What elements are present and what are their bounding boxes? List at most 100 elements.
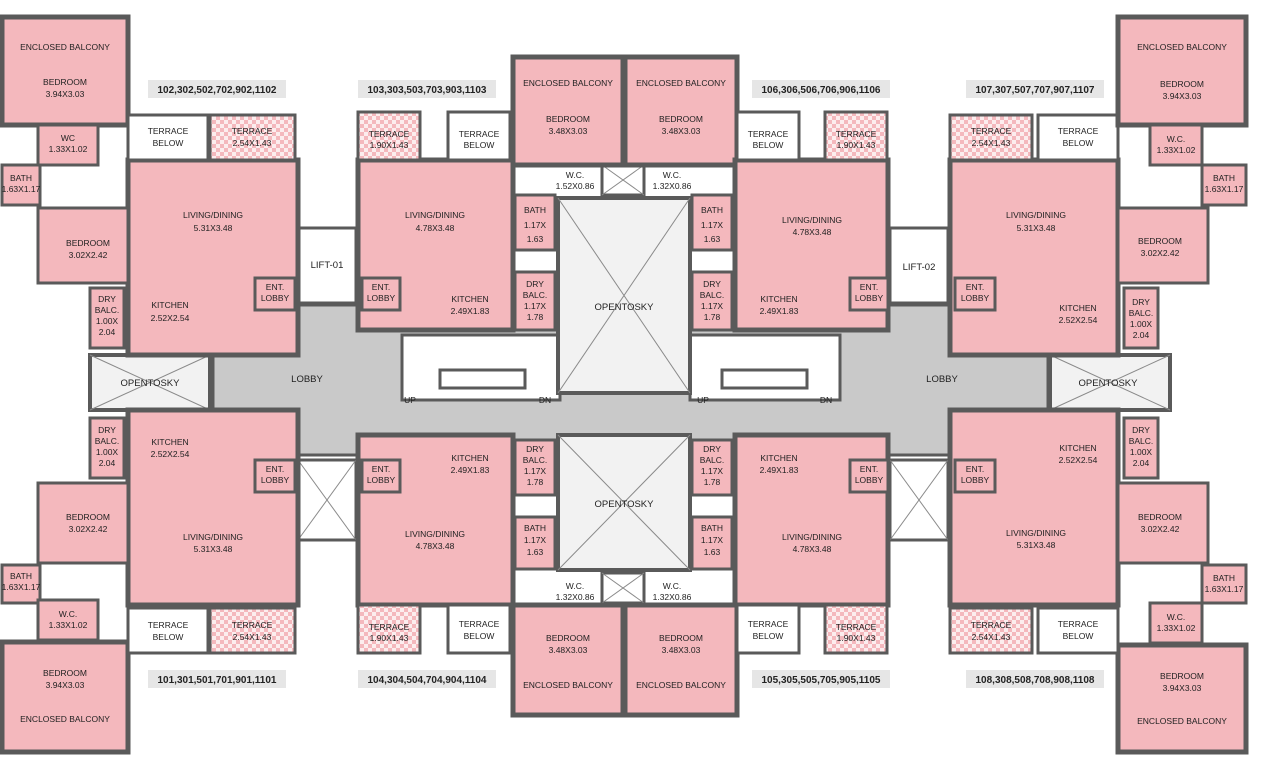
kitchen-106-label: KITCHEN xyxy=(760,294,797,304)
tb-105-l2: BELOW xyxy=(753,631,784,641)
ent-101-l2: LOBBY xyxy=(261,475,290,485)
ent-101-l1: ENT. xyxy=(266,464,284,474)
living-102-label: LIVING/DINING xyxy=(183,210,243,220)
wc-106-label: W.C. xyxy=(663,170,681,180)
bath-104-l2: 1.17X xyxy=(524,535,547,545)
kitchen-107-label: KITCHEN xyxy=(1059,303,1096,313)
unit-106: ENCLOSED BALCONY BEDROOM 3.48X3.03 W.C. … xyxy=(622,54,891,333)
dry-104-l3: 1.17X xyxy=(524,466,547,476)
wc-103-label: W.C. xyxy=(566,170,584,180)
terrace-106-dim: 1.90X1.43 xyxy=(837,140,876,150)
wc-106-dim: 1.32X0.86 xyxy=(653,181,692,191)
tb-102-l1: TERRACE xyxy=(148,126,189,136)
dry-108-l1: DRY xyxy=(1132,425,1150,435)
kitchen-102-dim: 2.52X2.54 xyxy=(151,313,190,323)
dry-balc-102 xyxy=(88,286,126,350)
bath-106 xyxy=(690,193,734,252)
lift-02-label: LIFT-02 xyxy=(903,262,936,273)
living-101-label: LIVING/DINING xyxy=(183,532,243,542)
bath-107 xyxy=(1200,163,1248,207)
kitchen-101-dim: 2.52X2.54 xyxy=(151,449,190,459)
bath-101 xyxy=(0,563,42,605)
wc-104-label: W.C. xyxy=(566,581,584,591)
bath-108-label: BATH xyxy=(1213,573,1235,583)
enclosed-balcony-105-label: ENCLOSED BALCONY xyxy=(636,680,726,690)
kitchen-104-dim: 2.49X1.83 xyxy=(451,465,490,475)
dry-104-l2: BALC. xyxy=(523,455,548,465)
kitchen-108-dim: 2.52X2.54 xyxy=(1059,455,1098,465)
bath-105-l2: 1.17X xyxy=(701,535,724,545)
bedroom-107-label: BEDROOM xyxy=(1160,79,1204,89)
unit-103: LIVING/DINING 4.78X3.48 KITCHEN 2.49X1.8… xyxy=(355,54,626,333)
bath-103 xyxy=(513,193,557,252)
ent-103-l2: LOBBY xyxy=(367,293,396,303)
bedroom-101-dim: 3.94X3.03 xyxy=(46,680,85,690)
terrace-below-104 xyxy=(446,603,512,655)
terrace-below-105 xyxy=(735,603,801,655)
unit-107: LIVING/DINING 5.31X3.48 KITCHEN 2.52X2.5… xyxy=(947,14,1249,358)
terrace-102 xyxy=(208,113,297,162)
terrace-106 xyxy=(823,110,889,162)
wc-102-dim: 1.33X1.02 xyxy=(49,144,88,154)
bath-102 xyxy=(0,163,42,207)
dry-balc-107 xyxy=(1122,286,1160,350)
dry-105-l2: BALC. xyxy=(700,455,725,465)
living-102-dim: 5.31X3.48 xyxy=(194,223,233,233)
dry-103-l1: DRY xyxy=(526,279,544,289)
living-101 xyxy=(125,407,301,608)
unit-104: KITCHEN 2.49X1.83 LIVING/DINING 4.78X3.4… xyxy=(355,432,626,718)
stair-right-up: UP xyxy=(697,395,709,405)
wc-108 xyxy=(1148,601,1204,645)
bedroom-101 xyxy=(0,639,131,755)
dry-101-l2: BALC. xyxy=(95,436,120,446)
living-107-label: LIVING/DINING xyxy=(1006,210,1066,220)
ent-lobby-101 xyxy=(253,458,297,494)
dry-105-l1: DRY xyxy=(703,444,721,454)
wc-101-label: W.C. xyxy=(59,609,77,619)
enclosed-balcony-106-label: ENCLOSED BALCONY xyxy=(636,78,726,88)
bedroom2-108-label: BEDROOM xyxy=(1138,512,1182,522)
tb-108-l1: TERRACE xyxy=(1058,619,1099,629)
enclosed-balcony-107-label: ENCLOSED BALCONY xyxy=(1137,42,1227,52)
unit-tag-103: 103,303,503,703,903,1103 xyxy=(367,85,486,96)
terrace-101-label: TERRACE xyxy=(232,620,273,630)
bath-107-label: BATH xyxy=(1213,173,1235,183)
lobby-left-label: LOBBY xyxy=(291,374,323,385)
bedroom-102 xyxy=(0,14,131,128)
bedroom2-102 xyxy=(36,206,130,285)
wc-104-dim: 1.32X0.86 xyxy=(556,592,595,602)
ent-103-l1: ENT. xyxy=(372,282,390,292)
bedroom-105-label: BEDROOM xyxy=(659,633,703,643)
living-108-dim: 5.31X3.48 xyxy=(1017,540,1056,550)
bedroom-104-dim: 3.48X3.03 xyxy=(549,645,588,655)
lift-01-label: LIFT-01 xyxy=(311,260,344,271)
tb-103-l1: TERRACE xyxy=(459,129,500,139)
bath-102-dim: 1.63X1.17 xyxy=(2,184,41,194)
enclosed-balcony-108-label: ENCLOSED BALCONY xyxy=(1137,716,1227,726)
bedroom2-108-dim: 3.02X2.42 xyxy=(1141,524,1180,534)
wc-101-dim: 1.33X1.02 xyxy=(49,620,88,630)
kitchen-104-label: KITCHEN xyxy=(451,453,488,463)
ent-108-l1: ENT. xyxy=(966,464,984,474)
bedroom2-101-dim: 3.02X2.42 xyxy=(69,524,108,534)
dry-104-l1: DRY xyxy=(526,444,544,454)
bedroom-108-label: BEDROOM xyxy=(1160,671,1204,681)
bedroom2-102-label: BEDROOM xyxy=(66,238,110,248)
terrace-108-dim: 2.54X1.43 xyxy=(972,632,1011,642)
living-101-dim: 5.31X3.48 xyxy=(194,544,233,554)
bath-104 xyxy=(513,515,557,571)
dry-101-l3: 1.00X xyxy=(96,447,119,457)
bath-105-l3: 1.63 xyxy=(704,547,721,557)
bedroom-105 xyxy=(622,602,740,718)
bedroom-108 xyxy=(1115,642,1249,755)
wc-102 xyxy=(36,123,100,167)
dry-105-l3: 1.17X xyxy=(701,466,724,476)
bedroom-106 xyxy=(622,54,740,168)
ent-102-l2: LOBBY xyxy=(261,293,290,303)
dry-102-l2: BALC. xyxy=(95,305,120,315)
living-106-label: LIVING/DINING xyxy=(782,215,842,225)
ent-106-l2: LOBBY xyxy=(855,293,884,303)
ent-105-l2: LOBBY xyxy=(855,475,884,485)
terrace-103 xyxy=(356,110,422,162)
